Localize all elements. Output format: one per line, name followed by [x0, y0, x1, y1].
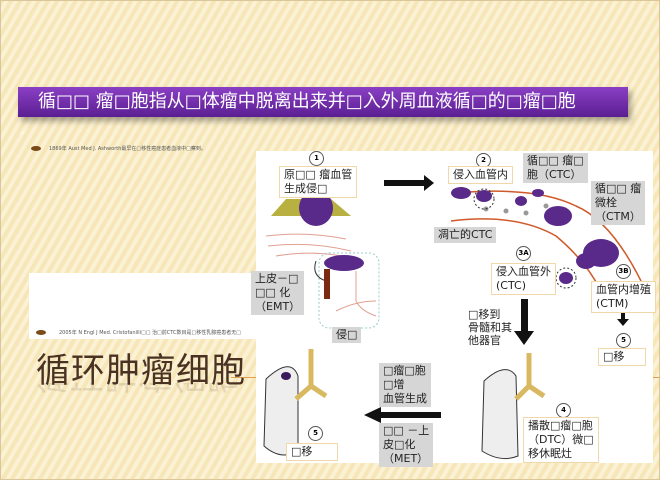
reference-2: 2005年 N Engl J Med. Cristofanilli□□ 治□前C… — [59, 330, 241, 336]
angiogenesis-label: 原□□ 瘤血管生成侵□ — [279, 166, 358, 198]
ctc-label: 循□□ 瘤□胞（CTC） — [523, 153, 588, 183]
label-line: 血管内增殖 — [596, 283, 651, 296]
apoptotic-ctc-label: 凋亡的CTC — [434, 227, 497, 243]
label-line: 播散□瘤□胞 — [528, 419, 593, 432]
reference-1: 1869年 Aust Med J. Ashworth最早在□移性癌症患者血液中□… — [49, 146, 206, 152]
lung-right-icon — [481, 353, 546, 460]
label-line: 微栓 — [595, 196, 617, 209]
label-line: 上皮－□ — [255, 272, 299, 285]
step-5-badge: 5 — [616, 333, 631, 348]
bullet-icon — [36, 330, 46, 335]
growth-label: □瘤□胞□增血管生成 — [379, 363, 431, 407]
step-1-badge: 1 — [309, 151, 324, 166]
arrow-left-icon — [364, 407, 441, 423]
label-line: 骨髓和其 — [468, 321, 512, 334]
label-line: □瘤□胞 — [383, 364, 426, 377]
met-label: □□ －上皮□化（MET） — [379, 423, 434, 467]
label-line: 侵入血管外 — [496, 265, 551, 278]
bullet-icon — [31, 146, 41, 151]
label-line: □□ －上 — [383, 424, 430, 437]
label-line: 移休眠灶 — [528, 447, 572, 460]
arrow-down-small-icon — [617, 313, 629, 326]
bullet-dot: 。 — [21, 126, 29, 135]
label-line: 生成侵□ — [284, 182, 328, 195]
arrow-right-icon — [384, 175, 434, 191]
emt-cells-icon — [324, 255, 364, 299]
invasion-label: 侵□ — [332, 327, 362, 343]
label-line: 皮□化 — [383, 438, 416, 451]
metastasis-right-label: □移 — [598, 348, 646, 366]
arrow-down-icon — [514, 299, 534, 345]
step-3a-badge: 3A — [516, 246, 531, 261]
step-5-badge: 5 — [308, 426, 323, 441]
label-line: （MET） — [383, 452, 429, 465]
label-line: □□ 化 — [255, 286, 291, 299]
step-3b-badge: 3B — [616, 264, 631, 279]
label-line: 循□□ 瘤 — [595, 182, 642, 195]
big-title-reflection: 循环肿瘤细胞 — [36, 383, 240, 403]
label-line: （CTM） — [595, 210, 641, 223]
to-organs-label: □移到骨髓和其他器官 — [464, 307, 516, 348]
ctc-metastasis-diagram: 1 原□□ 瘤血管生成侵□ 2 侵入血管内 循□□ 瘤□胞（CTC） 循□□ 瘤… — [251, 151, 656, 467]
extravasation-label: 侵入血管外(CTC) — [491, 263, 556, 295]
label-line: （DTC）微□ — [528, 433, 594, 446]
primary-tumor-icon — [265, 190, 357, 260]
big-title: 循环肿瘤细胞 — [36, 351, 246, 391]
step-4-badge: 4 — [556, 403, 571, 418]
label-line: (CTC) — [496, 279, 527, 292]
label-line: 血管生成 — [383, 392, 427, 405]
slide-title: 循□□ 瘤□胞指从□体瘤中脱离出来并□入外周血液循□的□瘤□胞 — [18, 87, 628, 117]
intravasation-label: 侵入血管内 — [448, 166, 513, 184]
label-line: (CTM) — [596, 297, 629, 310]
label-line: 原□□ 瘤血管 — [284, 168, 353, 181]
ctm-label: 循□□ 瘤微栓（CTM） — [591, 181, 646, 225]
label-line: 胞（CTC） — [527, 168, 582, 181]
intravascular-label: 血管内增殖(CTM) — [591, 281, 656, 313]
reference-box — [29, 273, 256, 339]
diagram-graphics — [263, 175, 642, 460]
label-line: □增 — [383, 378, 405, 391]
emt-label: 上皮－□□□ 化（EMT） — [251, 271, 305, 315]
metastasis-left-label: □移 — [286, 443, 338, 461]
label-line: （EMT） — [255, 300, 301, 313]
label-line: 循□□ 瘤□ — [527, 154, 584, 167]
blood-vessel-icon — [450, 187, 642, 292]
label-line: 他器官 — [468, 334, 501, 347]
label-line: □移到 — [468, 308, 501, 321]
dtc-label: 播散□瘤□胞（DTC）微□移休眠灶 — [523, 417, 599, 463]
